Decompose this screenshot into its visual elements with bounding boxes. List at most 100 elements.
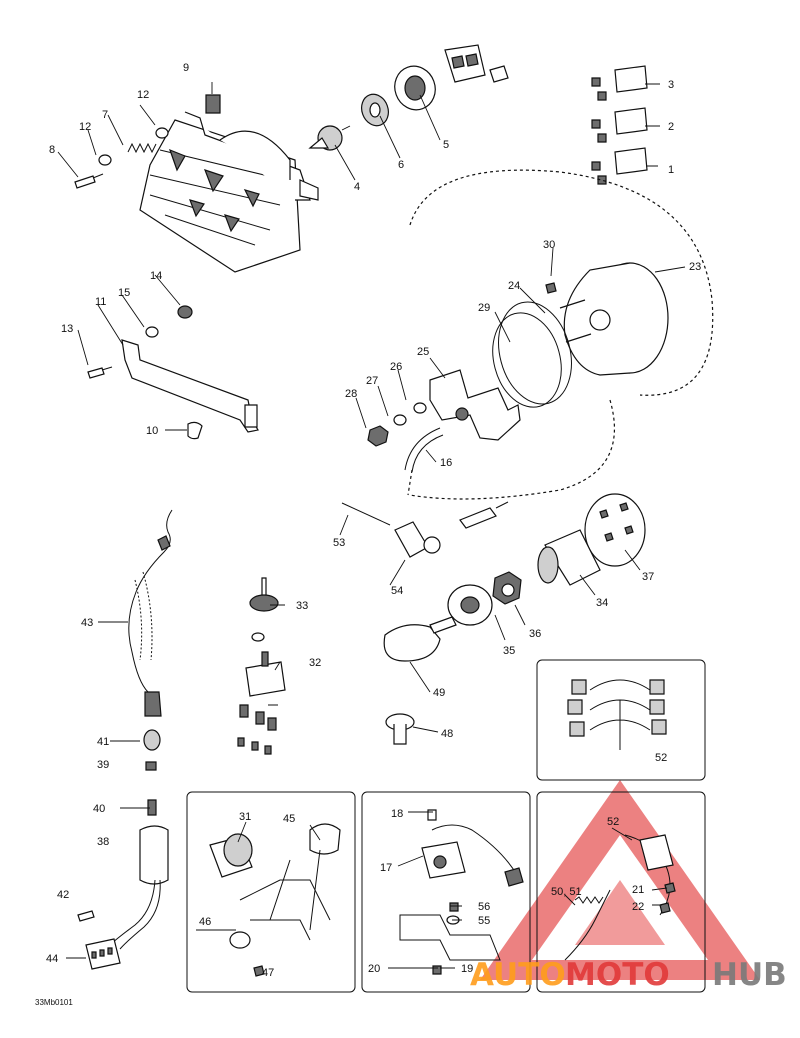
label-37: 37 bbox=[642, 571, 654, 583]
fastener-9 bbox=[205, 94, 221, 114]
label-54: 54 bbox=[391, 585, 403, 597]
label-28: 28 bbox=[345, 388, 357, 400]
key-49 bbox=[383, 616, 457, 662]
toggle-switch-33 bbox=[249, 577, 279, 642]
ignition-switch-37 bbox=[584, 493, 646, 567]
label-44: 44 bbox=[46, 953, 58, 965]
label-46: 46 bbox=[199, 916, 211, 928]
label-47: 47 bbox=[262, 967, 274, 979]
watermark-word-auto: AUTO bbox=[470, 957, 566, 993]
label-12b: 12 bbox=[137, 89, 149, 101]
spring-7 bbox=[127, 142, 157, 154]
watermark-word-moto: MOTO bbox=[565, 957, 670, 993]
bracket-11 bbox=[121, 339, 259, 433]
label-52-lower: 52 bbox=[607, 816, 619, 828]
label-26: 26 bbox=[390, 361, 402, 373]
regulator-detail bbox=[399, 809, 524, 975]
label-19: 19 bbox=[461, 963, 473, 975]
label-4: 4 bbox=[354, 181, 360, 193]
label-10: 10 bbox=[146, 425, 158, 437]
label-1: 1 bbox=[668, 164, 674, 176]
detail-box-regulator bbox=[361, 791, 531, 993]
label-34: 34 bbox=[596, 597, 608, 609]
bulb-socket-6 bbox=[361, 93, 389, 127]
connectors-detail bbox=[567, 679, 667, 750]
label-20: 20 bbox=[368, 963, 380, 975]
label-30: 30 bbox=[543, 239, 555, 251]
screw-13 bbox=[87, 366, 113, 379]
label-8: 8 bbox=[49, 144, 55, 156]
speedo-cable-routing bbox=[407, 169, 714, 500]
screw-30 bbox=[545, 282, 557, 294]
label-24: 24 bbox=[508, 280, 520, 292]
watermark-triangle-inner bbox=[575, 880, 665, 945]
label-40: 40 bbox=[93, 803, 105, 815]
drawing-code: 33Mb0101 bbox=[35, 998, 73, 1007]
cable-16 bbox=[404, 427, 444, 473]
watermark-triangle-logo bbox=[480, 780, 760, 980]
label-52-upper: 52 bbox=[655, 752, 667, 764]
heater-detail bbox=[564, 834, 676, 961]
detail-box-connectors bbox=[536, 659, 706, 781]
screw-8 bbox=[74, 173, 104, 189]
label-13: 13 bbox=[61, 323, 73, 335]
label-29: 29 bbox=[478, 302, 490, 314]
label-38: 38 bbox=[97, 836, 109, 848]
bracket-25 bbox=[429, 369, 521, 441]
label-9: 9 bbox=[183, 62, 189, 74]
boot-5 bbox=[394, 65, 436, 111]
knob-48 bbox=[385, 713, 415, 745]
label-53: 53 bbox=[333, 537, 345, 549]
label-35: 35 bbox=[503, 645, 515, 657]
label-21: 21 bbox=[632, 884, 644, 896]
label-50-51: 50, 51 bbox=[551, 886, 582, 898]
watermark-text: AUTO MOTO HUB bbox=[470, 957, 787, 993]
label-12a: 12 bbox=[79, 121, 91, 133]
label-11: 11 bbox=[95, 296, 106, 308]
leader-lines bbox=[57, 82, 686, 969]
headlamp-assembly bbox=[139, 111, 319, 273]
label-27: 27 bbox=[366, 375, 378, 387]
toggle-switch-32 bbox=[237, 651, 286, 755]
gasket-24-29 bbox=[492, 301, 572, 408]
headlamp-bulb-4 bbox=[308, 125, 351, 151]
label-15: 15 bbox=[118, 287, 130, 299]
label-16: 16 bbox=[440, 457, 452, 469]
label-48: 48 bbox=[441, 728, 453, 740]
harness-38-44 bbox=[77, 799, 169, 970]
coiled-cord-43 bbox=[128, 509, 173, 717]
washers-12 bbox=[98, 127, 169, 166]
drive-shaft bbox=[459, 501, 509, 529]
label-5: 5 bbox=[443, 139, 449, 151]
clip-10 bbox=[187, 421, 203, 440]
connector-housing-top bbox=[444, 44, 509, 83]
label-55: 55 bbox=[478, 915, 490, 927]
bezel-35 bbox=[447, 584, 493, 626]
pin-53 bbox=[341, 502, 391, 526]
detail-box-heater bbox=[536, 791, 706, 993]
label-6: 6 bbox=[398, 159, 404, 171]
label-2: 2 bbox=[668, 121, 674, 133]
label-32: 32 bbox=[309, 657, 321, 669]
label-39: 39 bbox=[97, 759, 109, 771]
label-43: 43 bbox=[81, 617, 93, 629]
label-17: 17 bbox=[380, 862, 392, 874]
label-36: 36 bbox=[529, 628, 541, 640]
cable-adapter-54 bbox=[394, 521, 441, 558]
switch-connectors-1-3 bbox=[591, 65, 648, 185]
label-23: 23 bbox=[689, 261, 701, 273]
label-49: 49 bbox=[433, 687, 445, 699]
part-labels: 1 2 3 4 5 6 7 8 9 10 11 12 12 13 14 15 1… bbox=[35, 62, 701, 1007]
label-14: 14 bbox=[150, 270, 162, 282]
label-18: 18 bbox=[391, 808, 403, 820]
connector-41-39 bbox=[143, 729, 161, 771]
horn-detail bbox=[209, 823, 341, 977]
label-45: 45 bbox=[283, 813, 295, 825]
label-31: 31 bbox=[239, 811, 251, 823]
watermark-word-hub: HUB bbox=[712, 957, 787, 993]
label-42: 42 bbox=[57, 889, 69, 901]
nut-washer-26-28 bbox=[367, 402, 427, 447]
switch-body-34 bbox=[537, 529, 601, 586]
detail-box-horn bbox=[186, 791, 356, 993]
label-3: 3 bbox=[668, 79, 674, 91]
